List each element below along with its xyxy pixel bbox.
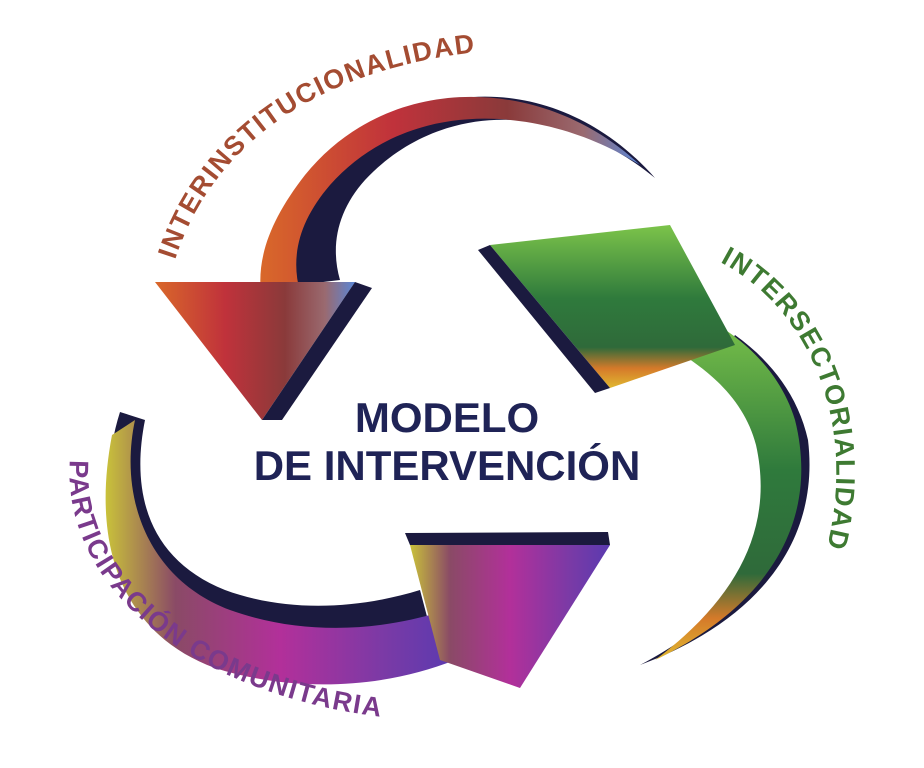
purple-curved-arrow-icon bbox=[105, 412, 610, 688]
green-curved-arrow-icon bbox=[478, 225, 810, 665]
red-orange-curved-arrow-icon bbox=[155, 96, 655, 420]
center-title-line1: MODELO bbox=[355, 394, 539, 441]
center-title-line2: DE INTERVENCIÓN bbox=[254, 441, 641, 489]
